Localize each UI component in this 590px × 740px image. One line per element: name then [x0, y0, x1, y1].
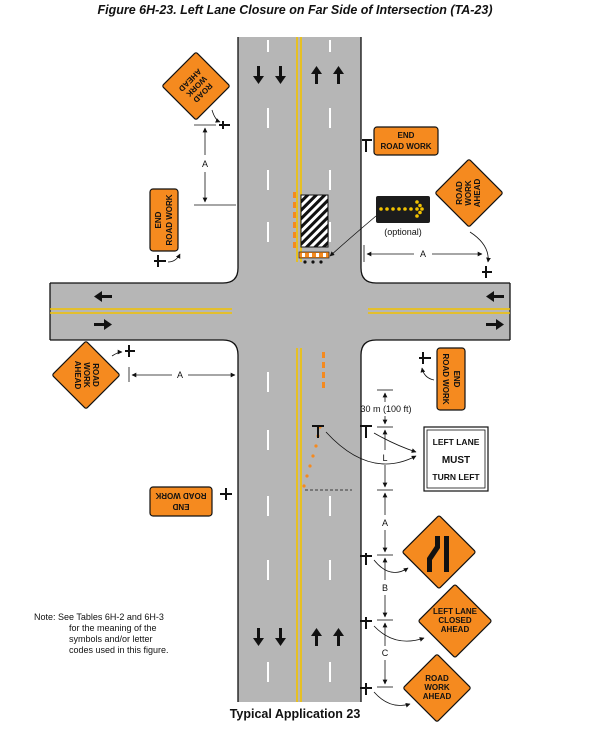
note-line: for the meaning of the	[69, 623, 157, 633]
left-lane-must-turn-left-sign: LEFT LANE MUST TURN LEFT	[423, 426, 489, 492]
cone-channelizer-line	[293, 192, 296, 248]
barricade-truck	[298, 251, 330, 264]
note-line: codes used in this figure.	[69, 645, 169, 655]
dimension-label-l: L	[382, 453, 387, 463]
figure-note: Note: See Tables 6H-2 and 6H-3 for the m…	[34, 612, 209, 656]
vertical-road	[238, 37, 361, 702]
dimension-label-a: A	[202, 159, 208, 169]
arrow-up-icon	[333, 628, 344, 646]
dimension-lines	[128, 124, 483, 688]
road-work-ahead-sign: ROAD WORK AHEAD	[162, 52, 230, 120]
road-edges	[49, 37, 511, 702]
arrow-left-icon	[486, 291, 504, 302]
left-lane-closed-ahead-sign: LEFT LANE CLOSED AHEAD	[418, 584, 492, 658]
note-line: Note: See Tables 6H-2 and 6H-3	[34, 612, 164, 622]
svg-text:END: END	[398, 131, 415, 140]
svg-text:AHEAD: AHEAD	[441, 625, 470, 634]
dimension-label-a: A	[177, 370, 183, 380]
arrow-left-icon	[94, 291, 112, 302]
road-surface	[50, 37, 510, 702]
dimension-label-b: B	[382, 583, 388, 593]
sign-post-icon	[360, 683, 372, 695]
dimension-label-c: C	[382, 648, 389, 658]
curb-corner-se	[361, 340, 376, 355]
end-road-work-sign: END ROAD WORK	[436, 347, 466, 411]
arrow-right-icon	[486, 319, 504, 330]
lane-arrows	[94, 66, 504, 646]
sign-post-icon	[362, 139, 372, 152]
lane-reduction-sign	[402, 515, 476, 589]
road-work-ahead-sign: ROAD WORK AHEAD	[435, 159, 503, 227]
dimension-label-taper: 30 m (100 ft)	[360, 404, 411, 414]
sign-post-icon	[220, 488, 232, 500]
curb-corner-nw	[223, 268, 238, 283]
lane-lines	[267, 40, 331, 682]
end-road-work-sign: END ROAD WORK	[149, 486, 213, 517]
end-road-work-sign: END ROAD WORK	[149, 188, 179, 252]
curb-corner-ne	[361, 268, 376, 283]
arrow-up-icon	[333, 66, 344, 84]
svg-text:AHEAD: AHEAD	[473, 179, 482, 208]
end-road-work-sign: END ROAD WORK	[373, 126, 439, 156]
svg-text:WORK: WORK	[464, 180, 473, 206]
road-work-ahead-sign: ROAD WORK AHEAD	[403, 654, 471, 722]
svg-text:AHEAD: AHEAD	[423, 692, 452, 701]
arrow-board-group: (optional)	[329, 196, 430, 257]
sign-post-icon	[219, 121, 230, 129]
svg-text:TURN LEFT: TURN LEFT	[432, 472, 480, 482]
sign-post-icon	[154, 255, 166, 267]
dimension-label-a: A	[382, 518, 388, 528]
note-line: symbols and/or letter	[69, 634, 153, 644]
svg-text:AHEAD: AHEAD	[73, 361, 82, 390]
svg-text:ROAD WORK: ROAD WORK	[441, 353, 450, 404]
svg-text:LEFT LANE: LEFT LANE	[433, 437, 480, 447]
svg-text:ROAD WORK: ROAD WORK	[155, 491, 206, 500]
svg-text:ROAD WORK: ROAD WORK	[380, 142, 431, 151]
arrow-down-icon	[253, 66, 264, 84]
arrow-up-icon	[311, 628, 322, 646]
arrow-right-icon	[94, 319, 112, 330]
arrow-down-icon	[275, 628, 286, 646]
arrow-down-icon	[275, 66, 286, 84]
svg-text:ROAD: ROAD	[91, 363, 100, 387]
sign-post-icon	[419, 352, 431, 364]
double-yellow-centerline	[50, 37, 510, 702]
svg-text:ROAD: ROAD	[425, 674, 449, 683]
taper-cones-upper	[322, 352, 325, 388]
sign-post-icon	[125, 345, 135, 357]
lane-merge-left-icon	[427, 536, 449, 572]
svg-text:WORK: WORK	[82, 362, 91, 388]
work-area	[293, 192, 352, 491]
curb-corner-sw	[223, 340, 238, 355]
svg-text:LEFT LANE: LEFT LANE	[433, 607, 478, 616]
work-zone-hatched	[300, 194, 329, 248]
arrow-board-caption: (optional)	[384, 227, 422, 237]
svg-text:ROAD WORK: ROAD WORK	[165, 194, 174, 245]
arrow-up-icon	[311, 66, 322, 84]
svg-text:CLOSED: CLOSED	[438, 616, 472, 625]
sign-post-icon	[360, 553, 372, 565]
svg-text:END: END	[172, 502, 189, 511]
figure-caption: Typical Application 23	[229, 707, 361, 721]
sign-post-icon	[312, 425, 372, 438]
svg-text:END: END	[452, 371, 461, 388]
arrow-board-leader	[329, 215, 377, 257]
arrow-down-icon	[253, 628, 264, 646]
sign-post-icon	[482, 266, 492, 278]
dimension-label-a: A	[420, 249, 426, 259]
svg-text:WORK: WORK	[424, 683, 450, 692]
figure-title: Figure 6H-23. Left Lane Closure on Far S…	[97, 3, 493, 17]
svg-text:END: END	[154, 211, 163, 228]
svg-text:ROAD: ROAD	[455, 181, 464, 205]
horizontal-road	[50, 283, 510, 340]
arrow-right-lamps-icon	[379, 200, 424, 218]
sign-post-icon	[360, 617, 372, 629]
road-work-ahead-sign: ROAD WORK AHEAD	[52, 341, 120, 409]
svg-text:MUST: MUST	[442, 455, 470, 466]
